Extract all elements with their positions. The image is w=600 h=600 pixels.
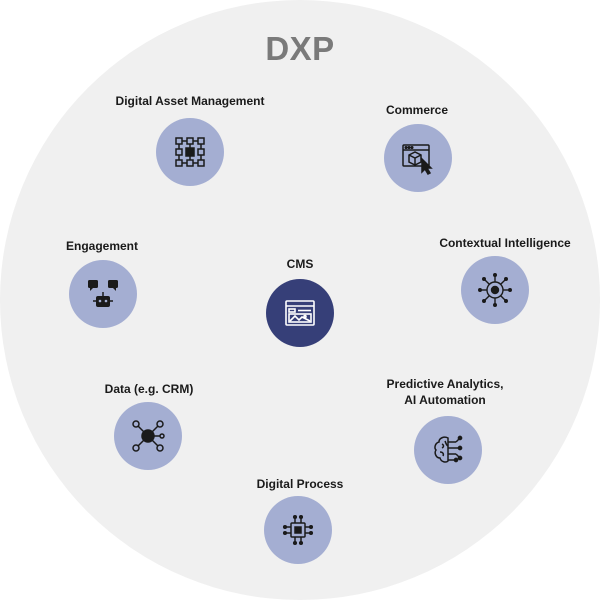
circuit-head-icon [478, 273, 513, 308]
chip-icon [282, 514, 314, 546]
process-node [264, 496, 332, 564]
engagement-node [69, 260, 137, 328]
dam-node [156, 118, 224, 186]
predictive-node [414, 416, 482, 484]
network-blocks-icon [175, 137, 205, 167]
dam-label: Digital Asset Management [115, 94, 265, 108]
process-label: Digital Process [256, 477, 344, 491]
predictive-label-line1: Predictive Analytics, [386, 377, 504, 391]
browser-box-cursor-icon [402, 144, 433, 175]
cms-label: CMS [286, 257, 314, 271]
contextual-node [461, 256, 529, 324]
web-layout-icon [285, 300, 315, 326]
brain-circuit-icon [434, 435, 463, 463]
engagement-label: Engagement [65, 239, 138, 253]
commerce-node [384, 124, 452, 192]
predictive-label-line2: AI Automation [404, 393, 486, 407]
hub-network-icon [132, 420, 165, 452]
data-node [114, 402, 182, 470]
cms-node [266, 279, 334, 347]
chat-bot-icon [88, 280, 118, 307]
diagram-title: DXP [265, 30, 335, 67]
data-label: Data (e.g. CRM) [104, 382, 194, 396]
commerce-label: Commerce [385, 103, 449, 117]
contextual-label: Contextual Intelligence [439, 236, 571, 250]
